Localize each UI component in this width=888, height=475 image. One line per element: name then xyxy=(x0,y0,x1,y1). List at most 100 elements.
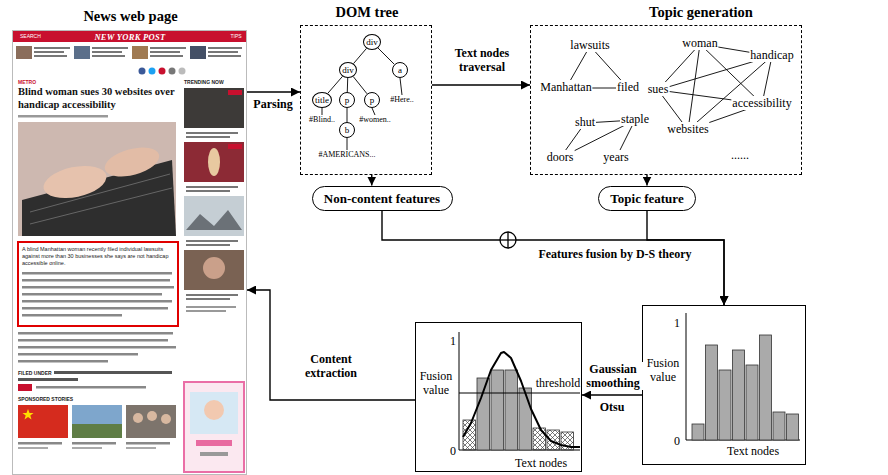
tag-name: title xyxy=(315,95,329,105)
masthead: NEW YORK POST xyxy=(94,32,165,42)
person-head xyxy=(147,411,157,421)
text-bar xyxy=(18,360,108,363)
keyboard xyxy=(22,160,176,236)
text-bar xyxy=(22,272,172,275)
photo xyxy=(18,122,176,236)
flow-arrow xyxy=(382,211,724,306)
sponsored-thumb xyxy=(126,405,176,438)
badge xyxy=(228,90,242,95)
rocks xyxy=(186,210,242,230)
text-bar xyxy=(150,51,180,53)
text-bar xyxy=(186,190,230,192)
read-next-badge xyxy=(18,384,32,391)
bar xyxy=(491,370,504,450)
text-bar xyxy=(208,51,238,53)
sponsored-thumb xyxy=(72,405,122,438)
text-bar xyxy=(92,51,122,53)
headline: Blind woman sues 30 websites over handic… xyxy=(18,86,176,111)
text-bar xyxy=(126,442,170,445)
edge-label: Parsing xyxy=(252,97,293,111)
text-bar xyxy=(208,55,241,57)
text-bar xyxy=(18,339,168,342)
text-node: #women.. xyxy=(358,115,392,125)
text-node: #Here.. xyxy=(389,95,415,105)
leaf-line xyxy=(322,108,323,115)
ellipsis: ...... xyxy=(730,148,750,162)
social-icon xyxy=(139,68,146,75)
text-bar xyxy=(22,307,168,310)
text-bar xyxy=(92,47,128,49)
text-bar xyxy=(18,346,176,349)
flag-star xyxy=(23,409,34,420)
panel-heading: News web page xyxy=(83,8,177,25)
advert-face xyxy=(204,400,224,420)
flow-arrow xyxy=(582,394,642,395)
topic-word: filed xyxy=(616,80,640,94)
text-bar xyxy=(186,310,226,312)
text-bar xyxy=(22,286,174,289)
text-bar xyxy=(200,452,228,456)
bar xyxy=(519,388,532,450)
topic-word: accessibility xyxy=(731,96,792,110)
text-bar xyxy=(72,442,116,445)
edge-label: Gaussian smoothing xyxy=(583,362,643,390)
trending-thumb xyxy=(184,196,244,236)
fusion-symbol-bar xyxy=(507,232,508,248)
axis-label: Fusion value xyxy=(643,356,683,384)
page-ground xyxy=(12,30,247,475)
text-bar xyxy=(186,240,238,242)
topic-word: shut xyxy=(574,115,596,129)
page-text: TRENDING NOW xyxy=(184,79,224,85)
flow-arrow xyxy=(432,84,530,85)
dom-leaf-lines xyxy=(322,78,402,150)
page-text: FILED UNDER xyxy=(18,370,52,376)
text-bar xyxy=(186,306,236,308)
step-label: Otsu xyxy=(599,400,626,414)
tree-link xyxy=(328,76,343,93)
page-text: SPONSORED STORIES xyxy=(18,396,73,402)
text-bar xyxy=(186,132,238,134)
edge-label: Content extraction xyxy=(290,352,372,380)
text-bar xyxy=(34,55,67,57)
advert xyxy=(184,382,244,472)
dom-node-circle: title xyxy=(312,92,332,108)
topic-word: websites xyxy=(666,122,709,136)
text-bar xyxy=(186,298,230,300)
bar xyxy=(505,370,518,450)
axis-label: Fusion value xyxy=(416,369,456,397)
panel-heading: DOM tree xyxy=(336,4,399,21)
fusion-symbol xyxy=(500,232,516,248)
topic-word: lawsuits xyxy=(569,38,610,52)
bar xyxy=(787,414,799,440)
feature-name: Topic feature xyxy=(610,191,683,206)
bar xyxy=(692,424,704,440)
text-bar xyxy=(22,293,162,296)
text-node: #Blind.. xyxy=(308,115,336,125)
bar xyxy=(706,345,718,440)
tree-link xyxy=(347,108,348,122)
advert-photo xyxy=(190,392,238,434)
sponsored-thumb xyxy=(18,405,68,438)
axis-tick-label: 0 xyxy=(674,434,680,448)
dom-node-circle: b xyxy=(339,122,355,138)
leaf-line xyxy=(347,138,348,150)
hand xyxy=(41,161,110,204)
landscape xyxy=(72,424,122,438)
tag-name: b xyxy=(345,125,350,135)
text-bar xyxy=(18,353,138,356)
threshold-chart-plot xyxy=(459,332,580,450)
flow-arrow xyxy=(247,91,300,92)
social-icon xyxy=(159,68,166,75)
topic-word: handicap xyxy=(749,48,794,62)
bar xyxy=(746,365,758,440)
web-page-screenshot xyxy=(12,30,247,475)
dom-node-circle: div xyxy=(363,34,381,50)
masthead-band xyxy=(12,30,247,42)
dom-node-circle: a xyxy=(392,62,408,78)
content-region-box xyxy=(18,242,178,326)
fusion-chart-plot xyxy=(686,313,800,440)
feature-box: Non-content features xyxy=(312,186,453,211)
bar xyxy=(533,428,546,450)
bar xyxy=(719,370,731,440)
social-icon xyxy=(169,68,176,75)
